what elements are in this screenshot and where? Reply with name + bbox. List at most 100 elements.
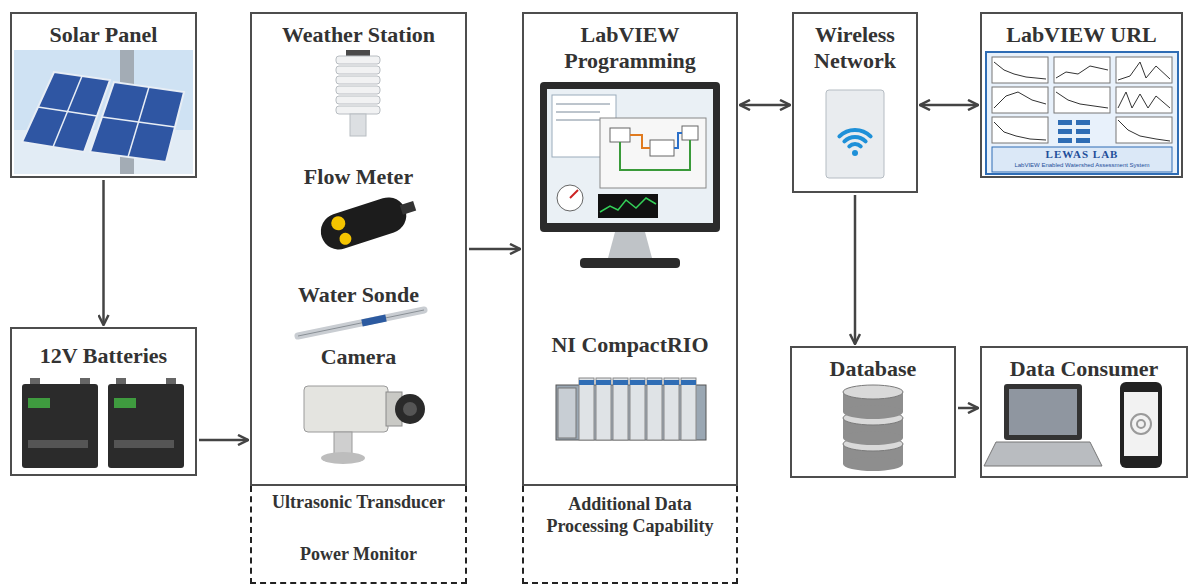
- computer-monitor-icon-part: [608, 232, 652, 258]
- compactrio-chassis-icon-part: [681, 378, 696, 440]
- component-box: Data Consumer: [980, 346, 1188, 478]
- connector-group: [104, 105, 979, 440]
- computer-monitor-icon: [540, 82, 720, 268]
- box-title: Solar Panel: [16, 22, 191, 48]
- flow-arrow: [920, 104, 978, 107]
- water-sonde-icon: [298, 310, 424, 336]
- wireless-router-icon-part: [852, 150, 858, 156]
- laptop-and-phone-icon: [984, 382, 1162, 468]
- laptop-and-phone-icon-part: [1009, 389, 1077, 435]
- battery-pair-icon-part: [114, 440, 174, 448]
- database-icon-part: [843, 457, 903, 471]
- compactrio-chassis-icon-part: [613, 378, 628, 440]
- compactrio-chassis-icon-part: [579, 380, 594, 385]
- web-dashboard-screenshot-part: [1058, 120, 1072, 125]
- camera-icon: [304, 386, 425, 464]
- camera-icon-part: [304, 386, 388, 432]
- compactrio-chassis-icon-part: [613, 380, 628, 385]
- computer-monitor-icon-part: [557, 185, 583, 211]
- flow-meter-icon: [316, 190, 420, 255]
- web-dashboard-screenshot-part: [986, 52, 1178, 174]
- web-dashboard-screenshot-part: [994, 62, 1046, 79]
- computer-monitor-icon-part: [620, 140, 690, 170]
- computer-monitor-icon-part: [556, 104, 610, 105]
- flow-meter-icon-part: [400, 201, 416, 215]
- weather-station-icon-part: [336, 76, 380, 84]
- computer-monitor-icon-part: [540, 82, 720, 232]
- box-title: Database: [796, 356, 950, 382]
- camera-icon-part: [395, 394, 425, 424]
- compactrio-chassis-icon-part: [630, 380, 645, 385]
- web-dashboard-screenshot-part: [1116, 57, 1172, 83]
- battery-pair-icon-part: [30, 378, 40, 384]
- computer-monitor-icon-part: [650, 140, 674, 156]
- laptop-and-phone-icon-part: [1004, 384, 1082, 440]
- box-heading: Water Sonde: [256, 282, 461, 308]
- computer-monitor-icon-part: [600, 198, 656, 212]
- weather-station-icon-part: [336, 96, 380, 104]
- flow-meter-icon-part: [338, 231, 353, 246]
- computer-monitor-icon-part: [556, 112, 600, 113]
- battery-pair-icon-part: [114, 398, 136, 408]
- web-dashboard-screenshot-part: [1058, 138, 1072, 143]
- wireless-router-icon: [826, 90, 884, 178]
- banner-subtitle: LabVIEW Enabled Watershed Assessment Sys…: [992, 162, 1172, 169]
- compactrio-chassis-icon: [556, 378, 706, 440]
- weather-station-icon-part: [336, 56, 380, 64]
- laptop-and-phone-icon-part: [1124, 392, 1158, 456]
- banner-title: LEWAS LAB: [992, 148, 1172, 160]
- optional-module-box: Additional Data Processing Capability: [522, 486, 738, 584]
- computer-monitor-icon-part: [610, 128, 630, 142]
- flow-arrow: [740, 104, 790, 107]
- weather-station-icon: [336, 50, 380, 136]
- box-heading: NI CompactRIO: [528, 332, 732, 358]
- web-dashboard-screenshot-part: [1054, 87, 1110, 113]
- solar-panel-photo-part: [128, 87, 149, 157]
- database-icon-part: [843, 405, 903, 419]
- battery-pair-icon-part: [166, 378, 176, 384]
- camera-icon-part: [321, 452, 365, 464]
- web-dashboard-screenshot-part: [994, 122, 1046, 140]
- battery-pair-icon-part: [116, 378, 126, 384]
- battery-pair-icon-part: [28, 398, 50, 408]
- box-title: LabVIEW URL: [986, 22, 1177, 48]
- camera-icon-part: [403, 402, 417, 416]
- database-icon-part: [843, 385, 903, 399]
- camera-icon-part: [334, 432, 352, 454]
- box-title: Additional Data Processing Capability: [545, 494, 715, 537]
- box-title: Ultrasonic Transducer: [269, 492, 449, 514]
- computer-monitor-icon-part: [598, 194, 658, 218]
- solar-panel-photo-part: [90, 82, 184, 162]
- box-title: Wireless Network: [797, 22, 913, 75]
- web-dashboard-screenshot-part: [1118, 120, 1170, 141]
- compactrio-chassis-icon-part: [596, 380, 611, 385]
- flow-arrow: [102, 180, 105, 325]
- flow-arrow: [854, 195, 857, 344]
- battery-pair-icon-part: [22, 384, 98, 468]
- battery-pair-icon-part: [28, 440, 88, 448]
- flow-meter-icon-part: [316, 193, 411, 254]
- computer-monitor-icon-part: [682, 126, 698, 140]
- web-dashboard-screenshot: [986, 52, 1178, 174]
- web-dashboard-screenshot-part: [1116, 87, 1172, 113]
- computer-monitor-icon-part: [674, 133, 682, 148]
- web-dashboard-screenshot-part: [994, 92, 1046, 108]
- computer-monitor-icon-part: [570, 190, 578, 198]
- web-dashboard-screenshot-part: [992, 57, 1048, 83]
- weather-station-icon-part: [336, 86, 380, 94]
- component-box: Solar Panel: [10, 12, 197, 178]
- computer-monitor-icon-part: [580, 258, 680, 268]
- database-icon: [843, 385, 903, 471]
- flow-arrow: [958, 407, 978, 410]
- battery-pair-icon-part: [80, 378, 90, 384]
- web-dashboard-screenshot-part: [992, 117, 1048, 143]
- compactrio-chassis-icon-part: [630, 378, 645, 440]
- box-heading: Flow Meter: [256, 164, 461, 190]
- laptop-and-phone-icon-part: [984, 442, 1102, 466]
- web-dashboard-screenshot-part: [992, 87, 1048, 113]
- web-dashboard-screenshot-part: [1118, 92, 1170, 108]
- weather-station-icon-part: [336, 66, 380, 74]
- component-box: LabVIEW ProgrammingNI CompactRIO: [522, 12, 738, 486]
- battery-pair-icon: [22, 378, 184, 468]
- web-dashboard-screenshot-part: [1116, 117, 1172, 143]
